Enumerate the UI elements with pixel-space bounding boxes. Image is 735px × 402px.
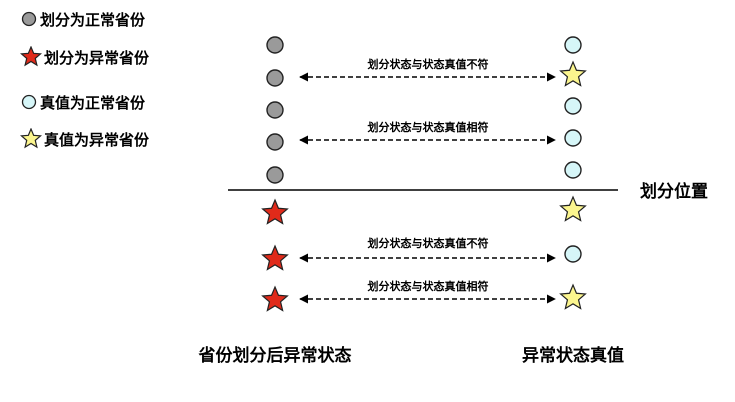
left-gray-circle [266,69,284,87]
left-gray-circle [266,36,284,54]
right-cyan-circle [564,245,582,263]
arrow-label: 划分状态与状态真值相符 [368,120,489,134]
right-yellow-star [559,195,587,222]
right-yellow-star [559,60,587,87]
right-yellow-star [559,283,587,310]
arrow-label: 划分状态与状态真值不符 [368,57,489,71]
right-cyan-circle [564,129,582,147]
split-label: 划分位置 [640,181,708,202]
red-star-icon [20,46,42,67]
left-red-star [261,198,289,225]
left-red-star [261,285,289,312]
gray-circle-icon [21,11,37,27]
left-column-label: 省份划分后异常状态 [198,345,352,366]
legend-label: 划分为异常省份 [44,48,150,67]
arrow-label: 划分状态与状态真值不符 [368,236,489,250]
legend-label: 真值为正常省份 [40,93,146,112]
legend-item-0: 划分为正常省份 [20,8,145,30]
right-cyan-circle [564,97,582,115]
yellow-star-icon [20,128,42,149]
left-gray-circle [266,101,284,119]
cyan-circle-icon [21,94,37,110]
right-cyan-circle [564,36,582,54]
legend-item-1: 划分为异常省份 [20,46,149,68]
legend-item-3: 真值为异常省份 [20,128,149,150]
left-gray-circle [266,166,284,184]
left-red-star [261,244,289,271]
legend-item-2: 真值为正常省份 [20,91,145,113]
legend-label: 划分为正常省份 [40,10,146,29]
left-gray-circle [266,133,284,151]
right-column-label: 异常状态真值 [522,345,624,366]
arrow-label: 划分状态与状态真值相符 [368,279,489,293]
right-cyan-circle [564,161,582,179]
legend-label: 真值为异常省份 [44,130,150,149]
